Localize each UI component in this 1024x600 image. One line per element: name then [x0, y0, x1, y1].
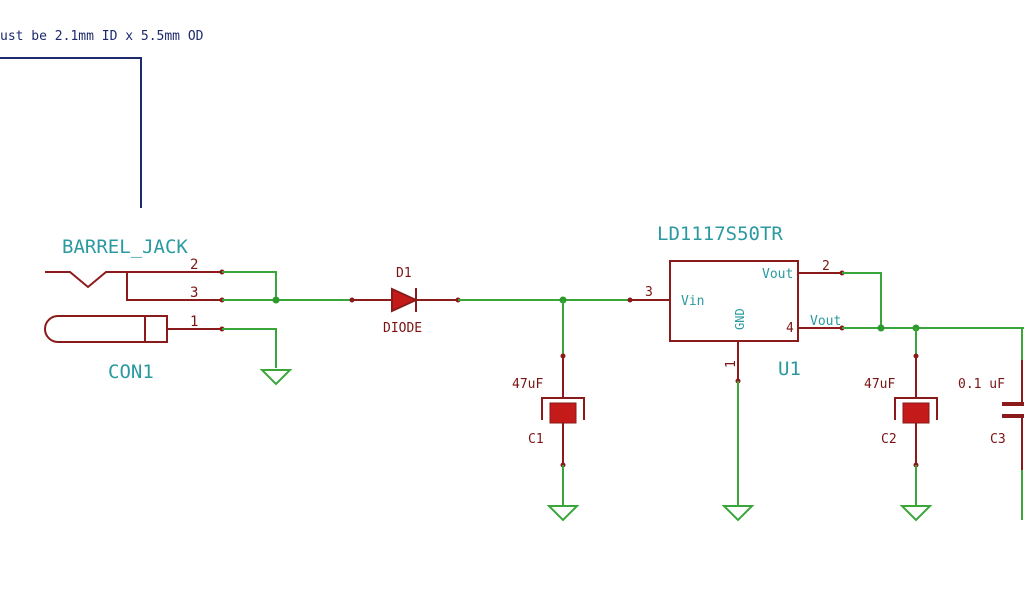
diode-d1 — [349, 287, 461, 313]
u1-pin-3: 3 — [645, 285, 653, 300]
regulator-ref: U1 — [778, 358, 801, 380]
ground-symbol-c1 — [546, 505, 580, 522]
u1-pin-2: 2 — [822, 259, 830, 274]
barrel-jack-symbol — [44, 269, 225, 343]
regulator-u1 — [627, 260, 845, 384]
c1-ref: C1 — [528, 432, 544, 447]
pin-label-gnd: GND — [733, 308, 747, 330]
c1-value: 47uF — [512, 377, 543, 392]
c3-value: 0.1 uF — [958, 377, 1005, 392]
diode-value: DIODE — [383, 321, 422, 336]
pin-label-vin: Vin — [681, 294, 704, 309]
note-text: ust be 2.1mm ID x 5.5mm OD — [0, 29, 204, 44]
ground-symbol-c2 — [899, 505, 933, 522]
wire-jack-gnd — [222, 328, 277, 368]
capacitor-c2 — [894, 353, 938, 468]
u1-pin-4: 4 — [786, 321, 794, 336]
capacitor-c3 — [1002, 360, 1024, 470]
junction-vout-1 — [877, 324, 885, 332]
wire-vout-top — [842, 272, 882, 328]
pin-label-vout-top: Vout — [762, 267, 793, 282]
regulator-value: LD1117S50TR — [657, 223, 783, 245]
ground-symbol-u1 — [721, 505, 755, 522]
diode-ref: D1 — [396, 266, 412, 281]
pin-label-vout-right: Vout — [810, 314, 841, 329]
jack-pin-2: 2 — [190, 257, 198, 273]
junction-jack — [272, 296, 280, 304]
c2-ref: C2 — [881, 432, 897, 447]
capacitor-c1 — [541, 353, 585, 468]
u1-pin-1: 1 — [724, 360, 739, 368]
wire-jack-pin2 — [222, 271, 277, 300]
note-leader-line — [0, 57, 142, 208]
c2-value: 47uF — [864, 377, 895, 392]
c3-ref: C3 — [990, 432, 1006, 447]
barrel-jack-value: BARREL_JACK — [62, 236, 188, 258]
barrel-jack-ref: CON1 — [108, 361, 154, 383]
ground-symbol-jack — [259, 369, 293, 386]
jack-pin-1: 1 — [190, 314, 198, 330]
jack-pin-3: 3 — [190, 285, 198, 301]
